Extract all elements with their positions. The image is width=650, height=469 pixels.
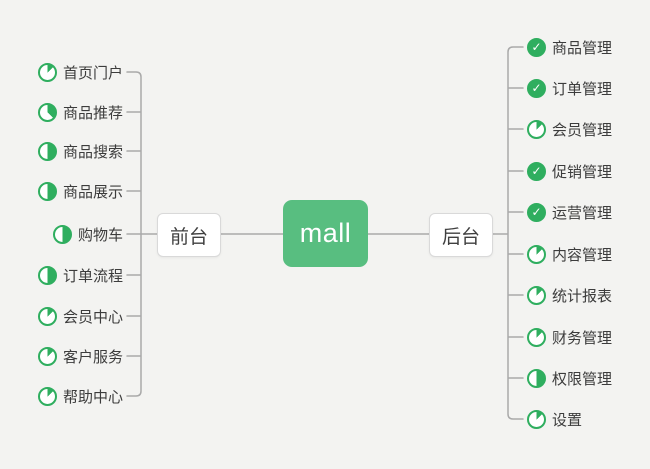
topic-label: 运营管理 <box>552 204 613 222</box>
task-progress-icon <box>37 62 57 82</box>
topic-label: 权限管理 <box>552 370 613 388</box>
topic-label: 商品展示 <box>62 183 123 201</box>
topic-label: 订单流程 <box>62 267 123 285</box>
task-progress-icon <box>37 386 57 406</box>
task-progress-icon <box>37 306 57 326</box>
task-progress-icon <box>37 265 57 285</box>
topic-label: 财务管理 <box>552 329 613 347</box>
topic-left-2[interactable]: 商品搜索 <box>37 138 123 164</box>
topic-right-3[interactable]: ✓ 促销管理 <box>527 158 612 184</box>
task-progress-icon <box>37 181 57 201</box>
topic-label: 购物车 <box>77 226 123 244</box>
topic-right-9[interactable]: 设置 <box>527 406 582 432</box>
topic-left-6[interactable]: 会员中心 <box>37 303 123 329</box>
topic-left-4[interactable]: 购物车 <box>52 221 123 247</box>
task-done-icon: ✓ <box>527 161 546 181</box>
task-done-icon: ✓ <box>527 202 546 222</box>
topic-left-8[interactable]: 帮助中心 <box>37 383 123 409</box>
task-progress-icon <box>527 327 546 347</box>
branch-node-backend[interactable]: 后台 <box>429 213 493 257</box>
topic-label: 统计报表 <box>552 287 613 305</box>
task-progress-icon <box>527 244 546 264</box>
topic-label: 客户服务 <box>62 348 123 366</box>
task-done-icon: ✓ <box>527 37 546 57</box>
topic-label: 商品管理 <box>552 39 613 57</box>
topic-label: 首页门户 <box>62 64 123 82</box>
root-node-mall[interactable]: mall <box>283 200 368 267</box>
task-progress-icon <box>37 346 57 366</box>
topic-left-1[interactable]: 商品推荐 <box>37 99 123 125</box>
task-done-icon: ✓ <box>527 78 546 98</box>
task-progress-icon <box>527 409 546 429</box>
topic-right-1[interactable]: ✓ 订单管理 <box>527 75 612 101</box>
topic-left-3[interactable]: 商品展示 <box>37 178 123 204</box>
topic-label: 帮助中心 <box>62 388 123 406</box>
topic-right-0[interactable]: ✓ 商品管理 <box>527 34 612 60</box>
topic-label: 会员中心 <box>62 308 123 326</box>
task-progress-icon <box>37 141 57 161</box>
topic-label: 商品搜索 <box>62 143 123 161</box>
topic-label: 促销管理 <box>552 163 613 181</box>
topic-left-5[interactable]: 订单流程 <box>37 262 123 288</box>
branch-node-frontend[interactable]: 前台 <box>157 213 221 257</box>
task-progress-icon <box>52 224 72 244</box>
task-progress-icon <box>527 368 546 388</box>
topic-label: 设置 <box>552 411 583 429</box>
task-progress-icon <box>527 119 546 139</box>
task-progress-icon <box>527 285 546 305</box>
topic-right-2[interactable]: 会员管理 <box>527 116 612 142</box>
topic-label: 内容管理 <box>552 246 613 264</box>
topic-right-5[interactable]: 内容管理 <box>527 241 612 267</box>
topic-left-0[interactable]: 首页门户 <box>37 59 123 85</box>
topic-right-6[interactable]: 统计报表 <box>527 282 612 308</box>
topic-right-7[interactable]: 财务管理 <box>527 324 612 350</box>
topic-label: 商品推荐 <box>62 104 123 122</box>
task-progress-icon <box>37 102 57 122</box>
topic-left-7[interactable]: 客户服务 <box>37 343 123 369</box>
connector-path <box>126 46 524 420</box>
topic-right-8[interactable]: 权限管理 <box>527 365 612 391</box>
topic-label: 订单管理 <box>552 80 613 98</box>
topic-label: 会员管理 <box>552 121 613 139</box>
topic-right-4[interactable]: ✓ 运营管理 <box>527 199 612 225</box>
